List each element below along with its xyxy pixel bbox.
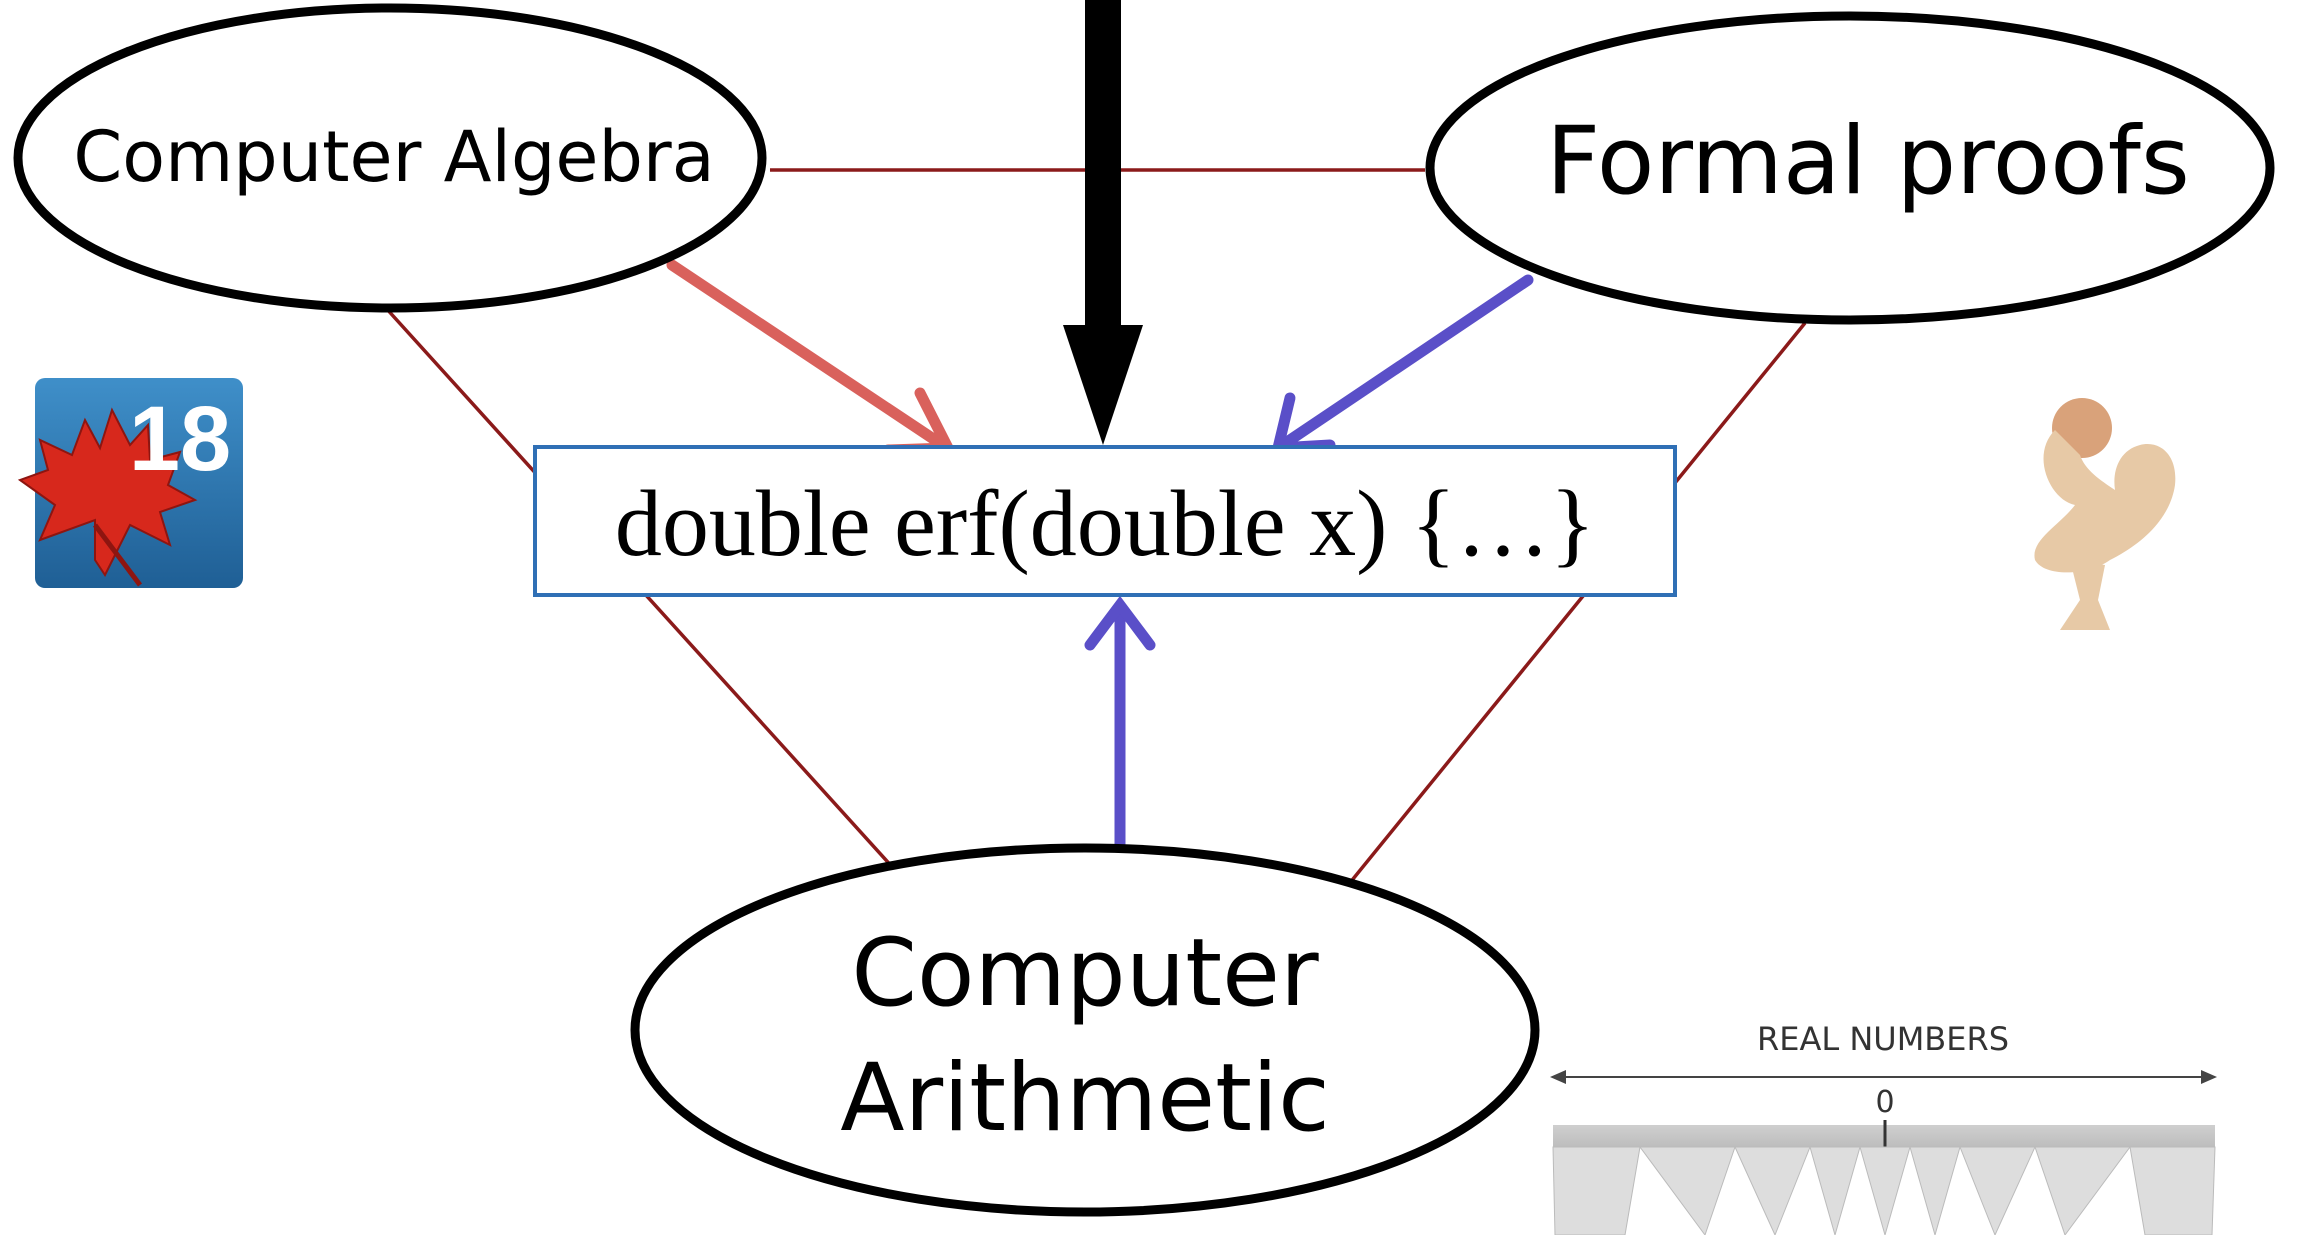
arrow-proofs-to-code bbox=[1270, 274, 1534, 454]
node-computer-arithmetic-label-line2: Arithmetic bbox=[840, 1044, 1330, 1153]
number-line: REAL NUMBERS 0 bbox=[1550, 1020, 2217, 1235]
code-box-text: double erf(double x) {…} bbox=[615, 472, 1595, 576]
float-density-fans bbox=[1552, 1146, 2216, 1235]
node-computer-arithmetic: Computer Arithmetic bbox=[630, 843, 1540, 1217]
number-line-zero: 0 bbox=[1875, 1085, 1894, 1120]
node-computer-algebra: Computer Algebra bbox=[13, 3, 767, 313]
number-line-label: REAL NUMBERS bbox=[1757, 1020, 2009, 1058]
arrow-top-to-code bbox=[1063, 0, 1143, 445]
arrow-algebra-to-code bbox=[666, 259, 957, 456]
maple-badge: 18 bbox=[129, 388, 231, 490]
maple-logo: 18 bbox=[17, 378, 243, 588]
line-proofs-arithmetic bbox=[1338, 321, 1807, 897]
arrow-arithmetic-to-code bbox=[1084, 595, 1156, 866]
node-formal-proofs-label: Formal proofs bbox=[1546, 107, 2190, 216]
node-computer-algebra-label: Computer Algebra bbox=[73, 116, 714, 198]
rooster-icon bbox=[2034, 398, 2176, 630]
maple-leaf-icon bbox=[17, 407, 198, 577]
code-box: double erf(double x) {…} bbox=[533, 445, 1677, 597]
node-formal-proofs: Formal proofs bbox=[1425, 11, 2275, 325]
node-computer-arithmetic-label-line1: Computer bbox=[851, 919, 1319, 1028]
